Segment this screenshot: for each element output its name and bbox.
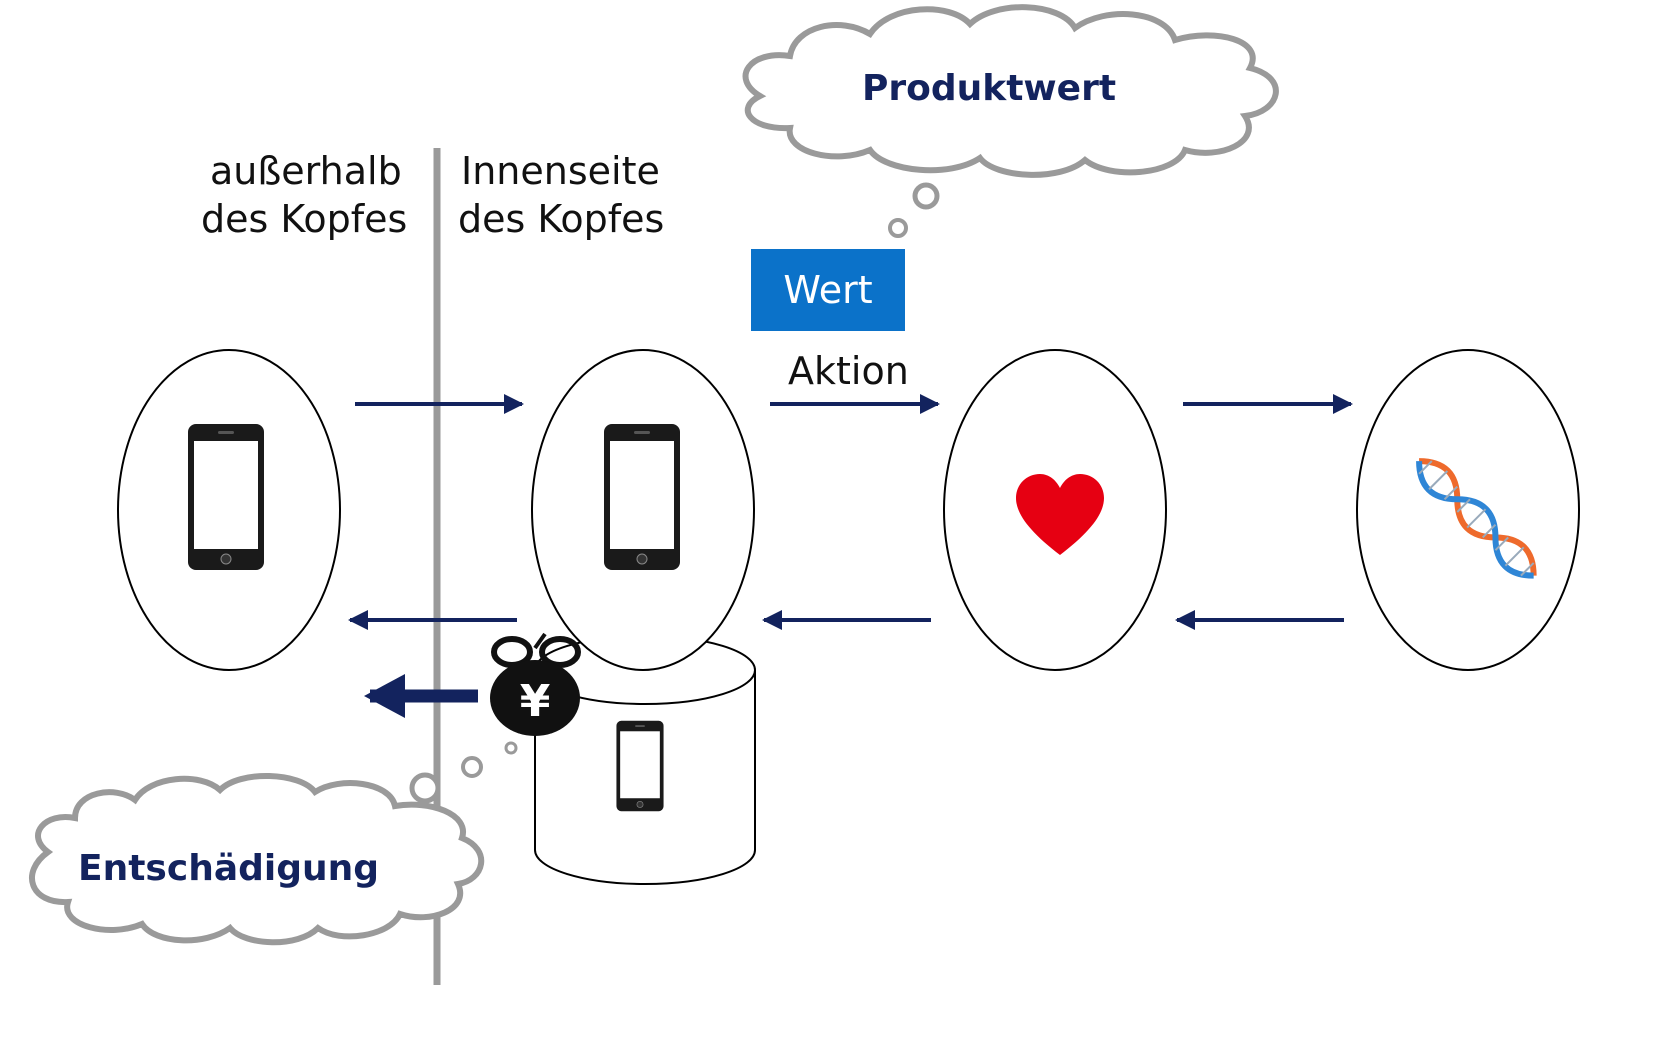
compensation-label: Entschädigung xyxy=(78,848,380,889)
compensation-cloud xyxy=(29,772,485,946)
product-value-cloud xyxy=(742,4,1279,178)
dna-icon xyxy=(1416,458,1537,579)
smartphone-icon xyxy=(603,423,681,571)
thought-bubble-dot xyxy=(888,218,908,238)
money-bag-yen-icon: ¥ xyxy=(490,632,581,736)
thought-bubble-dot xyxy=(461,756,483,778)
inside-head-label-line1: Innenseite xyxy=(461,149,660,193)
thought-bubble-dot xyxy=(504,741,518,755)
value-box: Wert xyxy=(751,249,905,331)
heart-icon xyxy=(1016,474,1104,555)
smartphone-icon xyxy=(187,423,265,571)
svg-text:¥: ¥ xyxy=(520,676,551,727)
product-value-label: Produktwert xyxy=(862,68,1117,109)
outside-head-label-line1: außerhalb xyxy=(210,149,402,193)
thought-bubble-dot xyxy=(409,772,441,804)
gene-node xyxy=(1356,349,1580,671)
smartphone-icon xyxy=(616,720,664,812)
thought-bubble-dot xyxy=(912,182,940,210)
inside-head-label-line2: des Kopfes xyxy=(458,197,665,241)
outside-head-label-line2: des Kopfes xyxy=(201,197,408,241)
action-label: Aktion xyxy=(788,349,909,393)
